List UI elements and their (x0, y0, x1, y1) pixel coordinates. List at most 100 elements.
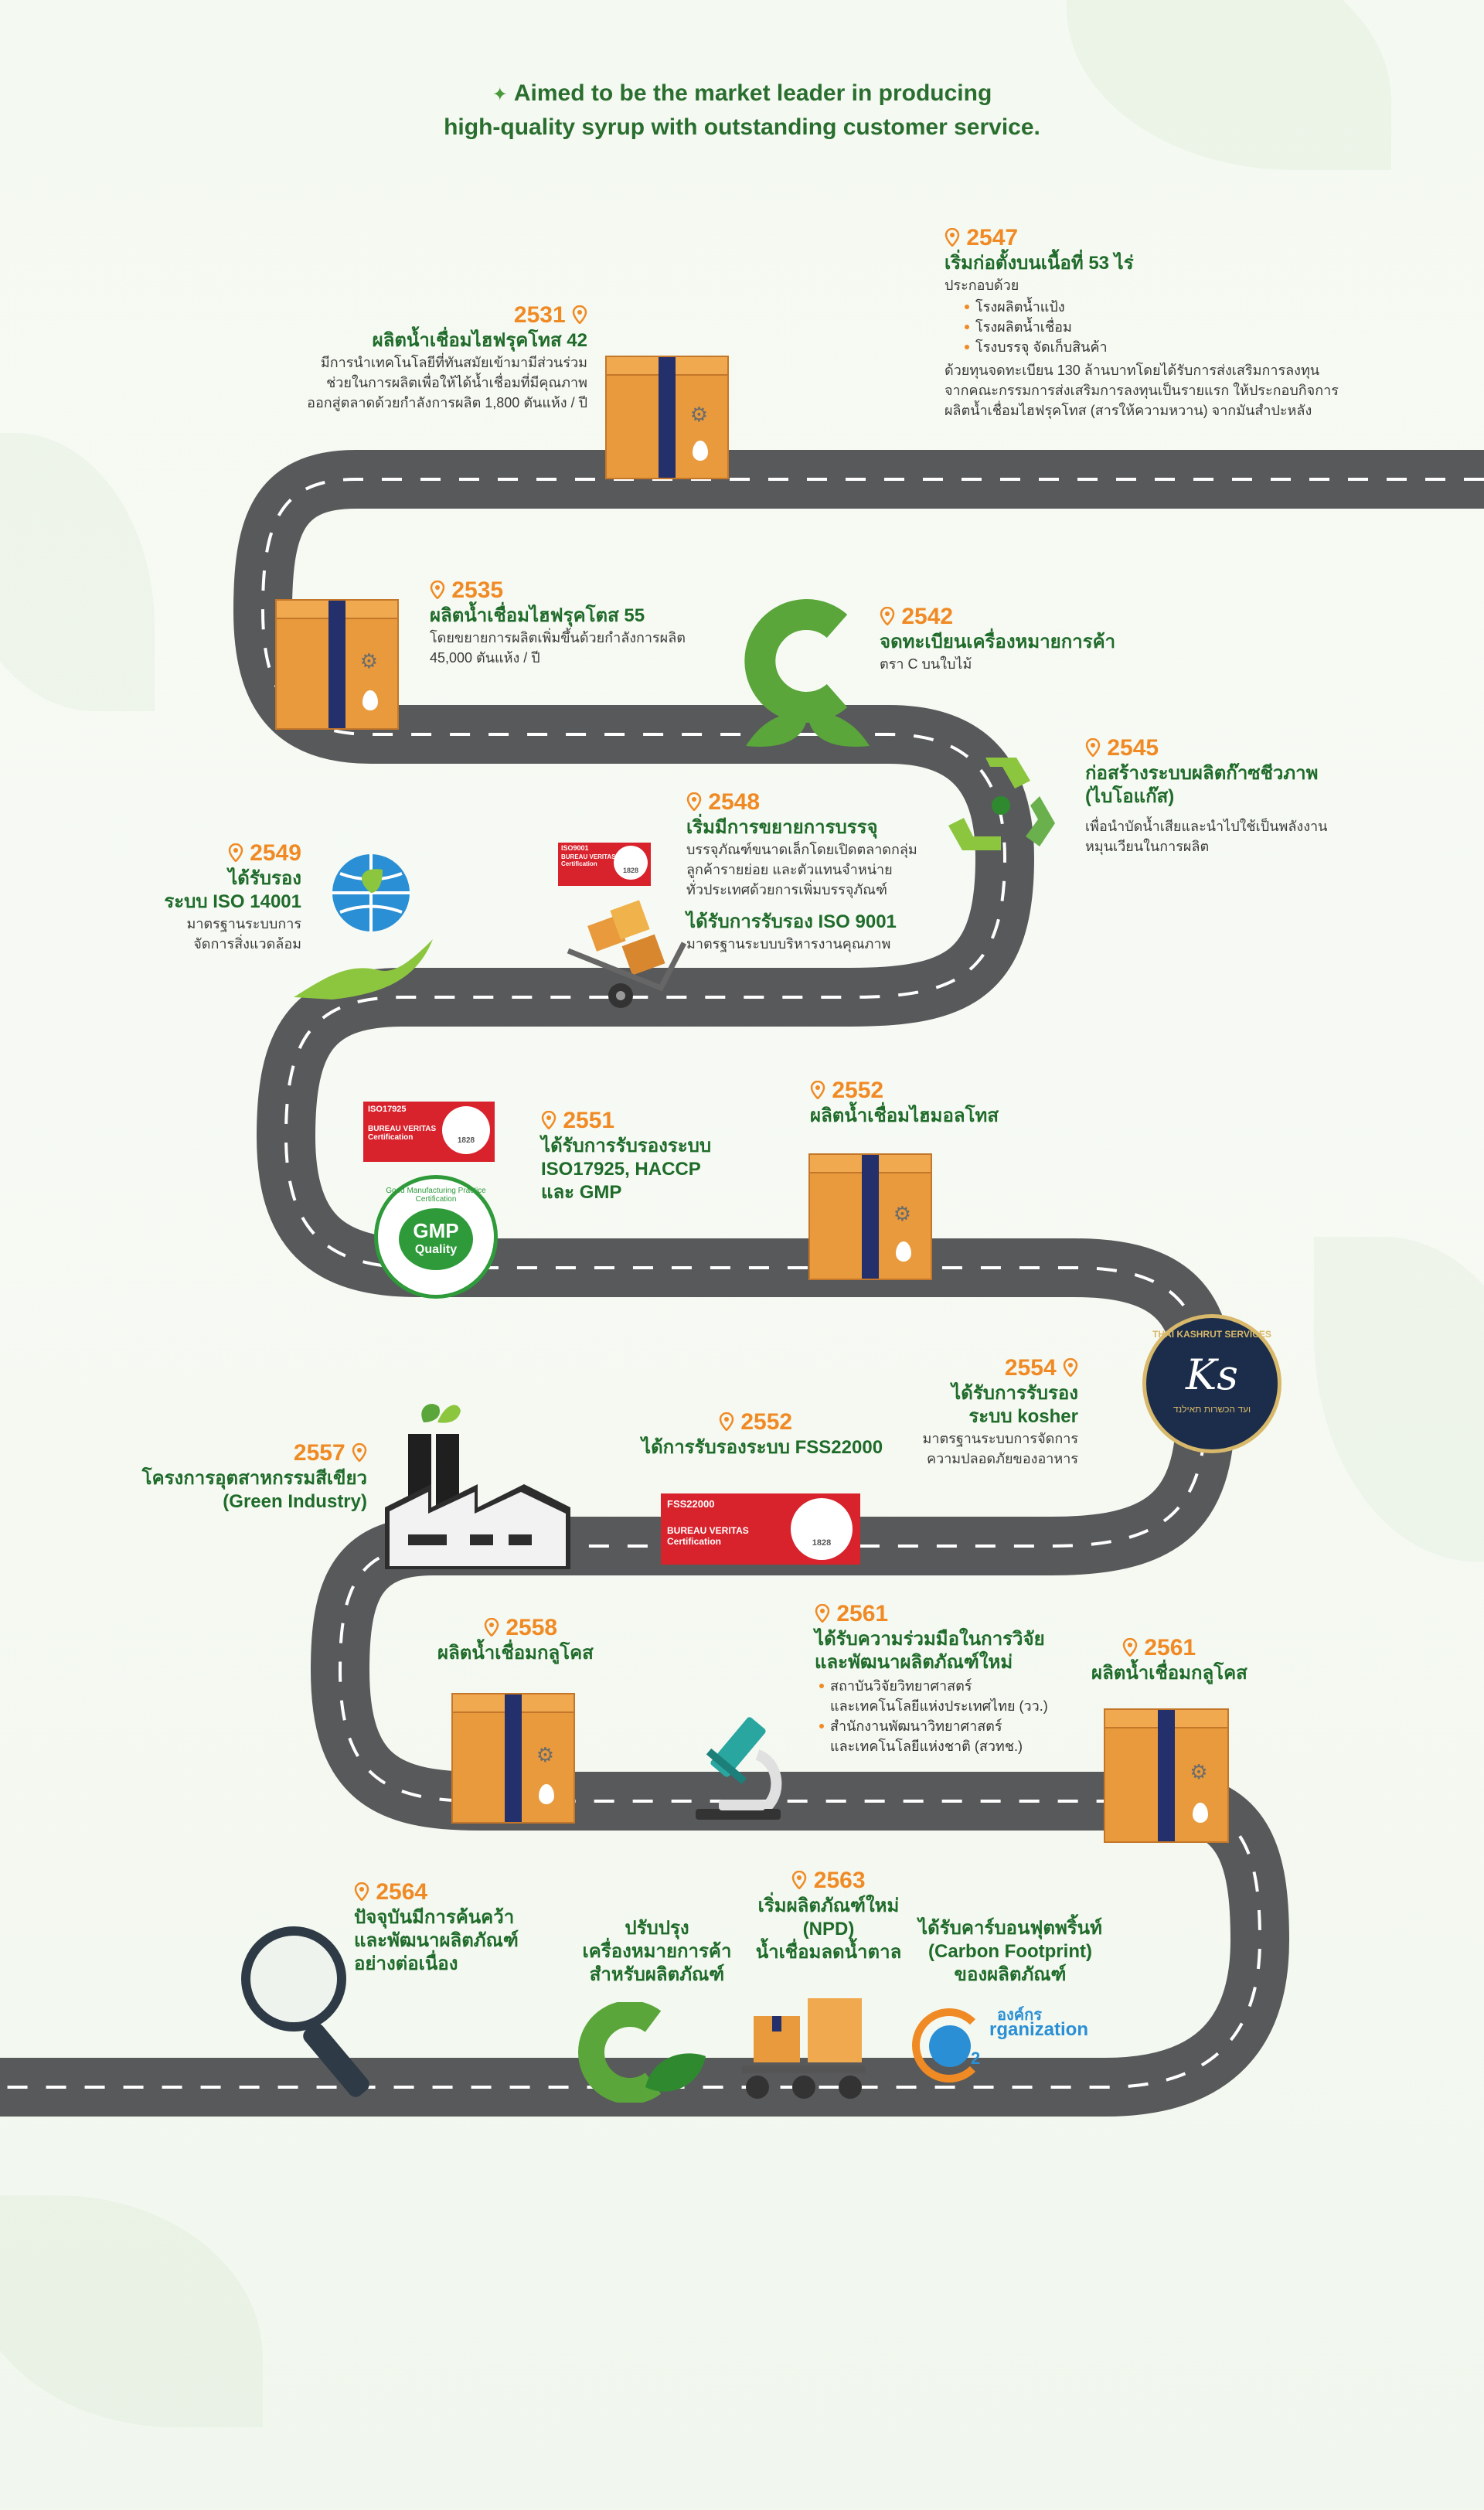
box-icon: ⚙ (605, 356, 729, 479)
event-title-line: และ GMP (541, 1182, 622, 1203)
event-title-line: เริ่มผลิตภัณฑ์ใหม่ (757, 1895, 900, 1916)
magnifier-icon (241, 1926, 369, 2097)
event-year: 2552 (642, 1408, 920, 1436)
event-year: 2561 (815, 1600, 1108, 1628)
event-year: 2554 (881, 1354, 1078, 1382)
event-title: เริ่มมีการขยายการบรรจุ (686, 817, 878, 838)
box-icon: ⚙ (808, 1153, 932, 1280)
page-header: ✦Aimed to be the market leader in produc… (0, 77, 1484, 144)
event-carbon-footprint: ได้รับคาร์บอนฟุตพริ้นท์ (Carbon Footprin… (906, 1917, 1115, 1987)
drop-icon (1192, 1803, 1208, 1824)
event-title-line: ปัจจุบันมีการค้นคว้า (354, 1907, 515, 1928)
kosher-badge: THAI KASHRUT SERVICES Ks ועד הכשרות תאיל… (1142, 1314, 1281, 1453)
event-title-line: ได้รับคาร์บอนฟุตพริ้นท์ (918, 1918, 1102, 1939)
event-title-line: ระบบ ISO 14001 (164, 891, 301, 912)
event-title: ผลิตน้ำเชื่อมไฮฟรุคโตส 55 (430, 605, 645, 626)
event-title: ผลิตน้ำเชื่อมไฮฟรุคโทส 42 (372, 330, 587, 351)
box-icon: ⚙ (451, 1693, 575, 1824)
event-title-line: ก่อสร้างระบบผลิตก๊าซชีวภาพ (1085, 763, 1319, 784)
event-title-line: ระบบ kosher (968, 1406, 1078, 1427)
bureau-veritas-cert: ISO9001 BUREAU VERITAS Certification 182… (558, 843, 651, 886)
leaf-c-logo-icon (744, 599, 870, 747)
event-title-line: สำหรับผลิตภัณฑ์ (589, 1964, 725, 1985)
box-icon: ⚙ (1104, 1708, 1229, 1843)
event-body-line: มาตรฐานระบบบริหารงานคุณภาพ (686, 936, 891, 952)
event-body-line: โดยขยายการผลิตเพิ่มขึ้นด้วยกำลังการผลิต (430, 630, 686, 645)
event-title: จดทะเบียนเครื่องหมายการค้า (880, 632, 1116, 652)
event-title-line: และพัฒนาผลิตภัณฑ์ (354, 1930, 519, 1951)
event-2557: 2557 โครงการอุตสาหกรรมสีเขียว (Green Ind… (108, 1439, 367, 1514)
map-pin-icon (541, 1111, 556, 1129)
event-title: ผลิตน้ำเชื่อมกลูโคส (1091, 1663, 1247, 1684)
bureau-veritas-cert: FSS22000 BUREAU VERITAS Certification 18… (661, 1493, 860, 1565)
list-item: โรงบรรจุ จัดเก็บสินค้า (965, 337, 1377, 357)
map-pin-icon (572, 305, 587, 324)
event-2542: 2542 จดทะเบียนเครื่องหมายการค้า ตรา C บน… (880, 603, 1127, 674)
drop-icon (693, 441, 709, 461)
event-title-line: ได้รับความร่วมมือในการวิจัย (815, 1629, 1045, 1650)
event-body-line: มาตรฐานระบบการ (186, 916, 301, 931)
event-title-line: ISO17925, HACCP (541, 1159, 701, 1180)
event-2545: 2545 ก่อสร้างระบบผลิตก๊าซชีวภาพ (ไบโอแก๊… (1085, 734, 1410, 857)
list-item: สถาบันวิจัยวิทยาศาสตร์และเทคโนโลยีแห่งปร… (819, 1676, 1108, 1716)
carbon-footprint-icon: องค์กร rganization 2 (912, 2002, 1113, 2095)
gmp-badge: Good Manufacturing Practice Certificatio… (374, 1175, 498, 1299)
globe-hand-icon (294, 854, 433, 1000)
map-pin-icon (719, 1412, 734, 1431)
event-2561-research: 2561 ได้รับความร่วมมือในการวิจัย และพัฒน… (815, 1600, 1108, 1759)
event-year: 2557 (108, 1439, 367, 1467)
event-title-line: ได้รับการรับรอง (951, 1383, 1078, 1404)
event-year: 2535 (430, 577, 754, 605)
event-body-line: 45,000 ตันแห้ง / ปี (430, 650, 540, 666)
event-year: 2564 (354, 1878, 570, 1906)
box-icon: ⚙ (275, 599, 399, 730)
event-year: 2542 (880, 603, 1127, 631)
event-body-line: ช่วยในการผลิตเพื่อให้ได้น้ำเชื่อมที่มีคุ… (326, 375, 587, 390)
event-body-line: เพื่อนำบัดน้ำเสียและนำไปใช้เป็นพลังงาน (1085, 819, 1328, 834)
event-body-line: ความปลอดภัยของอาหาร (927, 1451, 1078, 1466)
header-line-1: ✦Aimed to be the market leader in produc… (492, 80, 992, 106)
event-title-2: ได้รับการรับรอง ISO 9001 (686, 911, 897, 932)
event-title-line: โครงการอุตสาหกรรมสีเขียว (141, 1468, 367, 1489)
event-2548: 2548 เริ่มมีการขยายการบรรจุ บรรจุภัณฑ์ขน… (686, 788, 996, 954)
event-body-line: ลูกค้ารายย่อย และตัวแทนจำหน่าย (686, 862, 893, 877)
map-pin-icon (945, 228, 960, 247)
event-title: ผลิตน้ำเชื่อมไฮมอลโทส (810, 1105, 999, 1126)
event-title: ผลิตน้ำเชื่อมกลูโคส (437, 1643, 594, 1664)
map-pin-icon (484, 1618, 499, 1636)
leaf-c-logo-icon (578, 2002, 706, 2103)
map-pin-icon (815, 1604, 830, 1623)
event-body-line: มาตรฐานระบบการจัดการ (922, 1431, 1078, 1446)
event-2549: 2549 ได้รับรอง ระบบ ISO 14001 มาตรฐานระบ… (116, 840, 301, 954)
list-item: โรงผลิตน้ำเชื่อม (965, 317, 1377, 337)
event-title-line: ได้รับรอง (228, 868, 301, 889)
drop-icon (362, 690, 379, 710)
event-body-line: ออกสู่ตลาดด้วยกำลังการผลิต 1,800 ตันแห้ง… (307, 395, 587, 410)
event-2535: 2535 ผลิตน้ำเชื่อมไฮฟรุคโตส 55 โดยขยายกา… (430, 577, 754, 668)
event-title-line: และพัฒนาผลิตภัณฑ์ใหม่ (815, 1652, 1013, 1673)
gear-icon: ⚙ (536, 1742, 555, 1766)
map-pin-icon (880, 607, 895, 625)
event-year: 2547 (945, 224, 1377, 252)
event-year: 2549 (116, 840, 301, 867)
event-trademark-update: ปรับปรุง เครื่องหมายการค้า สำหรับผลิตภัณ… (568, 1917, 746, 1987)
event-year: 2551 (541, 1107, 804, 1135)
event-2552-fss22000: 2552 ได้การรับรองระบบ FSS22000 (642, 1408, 920, 1459)
event-body-line: ผลิตน้ำเชื่อมไฮฟรุคโทส (สารให้ความหวาน) … (945, 403, 1312, 418)
map-pin-icon (352, 1443, 367, 1462)
event-2547: 2547 เริ่มก่อตั้งบนเนื้อที่ 53 ไร่ ประกอ… (945, 224, 1377, 421)
event-year: 2548 (686, 788, 996, 816)
event-title-line: เครื่องหมายการค้า (582, 1941, 732, 1962)
recycle-icon (948, 758, 1055, 850)
event-title-line: (Carbon Footprint) (928, 1941, 1092, 1962)
event-title-line: (NPD) (802, 1919, 855, 1940)
event-2564: 2564 ปัจจุบันมีการค้นคว้า และพัฒนาผลิตภั… (354, 1878, 570, 1976)
gear-icon: ⚙ (1190, 1759, 1208, 1783)
event-year: 2531 (294, 301, 587, 329)
gear-icon: ⚙ (359, 649, 379, 673)
map-pin-icon (354, 1882, 369, 1901)
map-pin-icon (1122, 1638, 1138, 1657)
gear-icon: ⚙ (893, 1201, 912, 1225)
event-year: 2561 (1091, 1634, 1323, 1662)
event-2551: 2551 ได้รับการรับรองระบบ ISO17925, HACCP… (541, 1107, 804, 1204)
